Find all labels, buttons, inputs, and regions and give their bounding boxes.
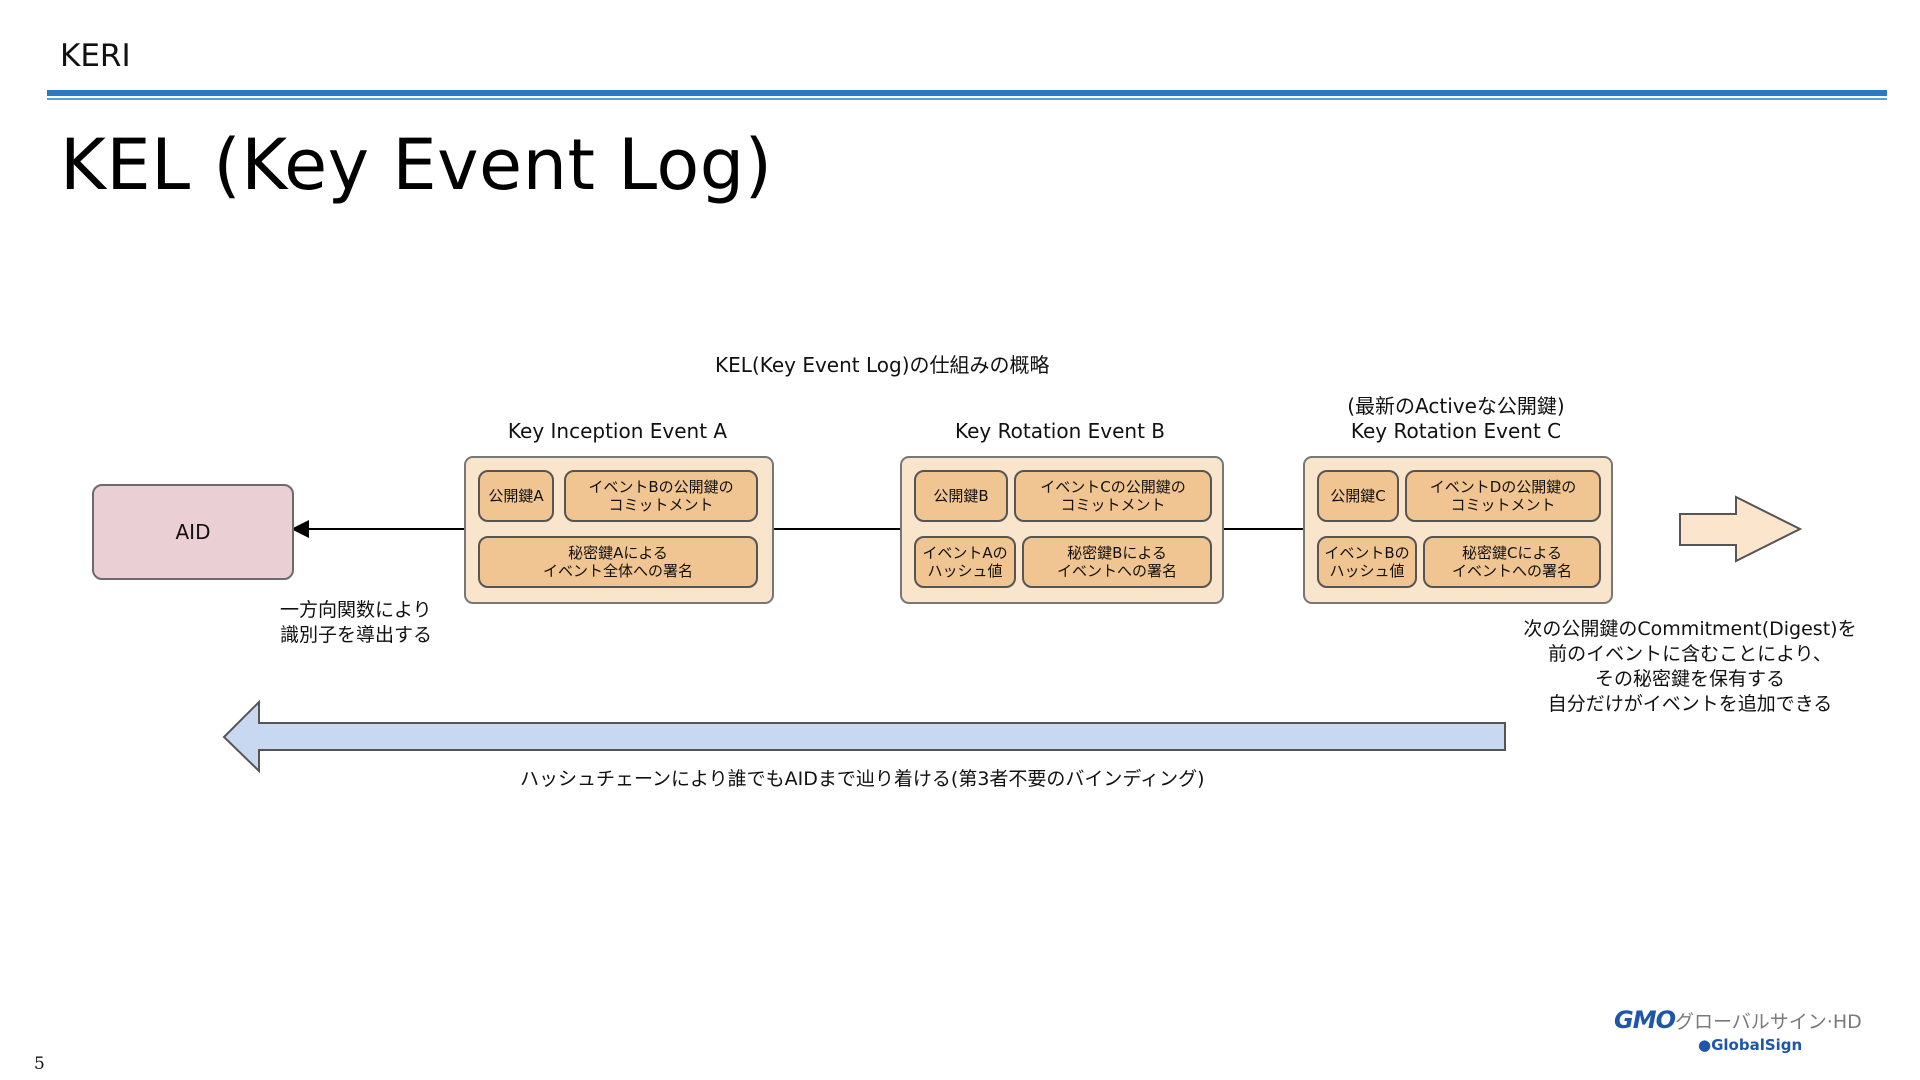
event-c-box: 公開鍵C イベントDの公開鍵の コミットメント イベントBの ハッシュ値 秘密鍵… <box>1303 456 1613 604</box>
company-logo: GMOグローバルサイン·HD ●GlobalSign <box>1614 1006 1862 1054</box>
event-c-pubkey: 公開鍵C <box>1317 470 1399 522</box>
logo-company: グローバルサイン·HD <box>1674 1011 1862 1033</box>
logo-brand: GMO <box>1614 1006 1676 1034</box>
note-one-way-function: 一方向関数により 識別子を導出する <box>280 599 433 646</box>
event-b-box: 公開鍵B イベントCの公開鍵の コミットメント イベントAの ハッシュ値 秘密鍵… <box>900 456 1224 604</box>
event-c-hash: イベントBの ハッシュ値 <box>1317 536 1417 588</box>
logo-sub: GlobalSign <box>1711 1036 1803 1054</box>
diagram-caption: KEL(Key Event Log)の仕組みの概略 <box>715 353 1050 377</box>
event-c-signature: 秘密鍵Cによる イベントへの署名 <box>1423 536 1601 588</box>
header-rule <box>47 90 1887 96</box>
aid-arrowhead <box>291 520 309 538</box>
hash-chain-arrow <box>222 699 1506 774</box>
event-b-signature: 秘密鍵Bによる イベントへの署名 <box>1022 536 1212 588</box>
event-a-signature: 秘密鍵Aによる イベント全体への署名 <box>478 536 758 588</box>
page-number: 5 <box>34 1054 45 1074</box>
next-event-arrow <box>1679 495 1803 563</box>
event-c-subtitle: (最新のActiveな公開鍵) <box>1347 394 1565 418</box>
slide-title: KEL (Key Event Log) <box>60 124 773 206</box>
event-a-box: 公開鍵A イベントBの公開鍵の コミットメント 秘密鍵Aによる イベント全体への… <box>464 456 774 604</box>
section-label: KERI <box>60 38 131 74</box>
event-b-pubkey: 公開鍵B <box>914 470 1008 522</box>
event-a-commitment: イベントBの公開鍵の コミットメント <box>564 470 758 522</box>
event-c-commitment: イベントDの公開鍵の コミットメント <box>1405 470 1601 522</box>
header-rule-thin <box>47 98 1887 100</box>
event-a-pubkey: 公開鍵A <box>478 470 554 522</box>
hash-chain-caption: ハッシュチェーンにより誰でもAIDまで辿り着ける(第3者不要のバインディング) <box>520 768 1205 790</box>
event-a-title: Key Inception Event A <box>507 419 728 443</box>
note-commitment: 次の公開鍵のCommitment(Digest)を 前のイベントに含むことにより… <box>1523 618 1857 715</box>
event-b-hash: イベントAの ハッシュ値 <box>914 536 1016 588</box>
aid-box: AID <box>92 484 294 580</box>
globalsign-icon: ● <box>1698 1036 1712 1054</box>
event-b-title: Key Rotation Event B <box>955 419 1165 443</box>
event-c-title: Key Rotation Event C <box>1350 419 1562 443</box>
event-b-commitment: イベントCの公開鍵の コミットメント <box>1014 470 1212 522</box>
